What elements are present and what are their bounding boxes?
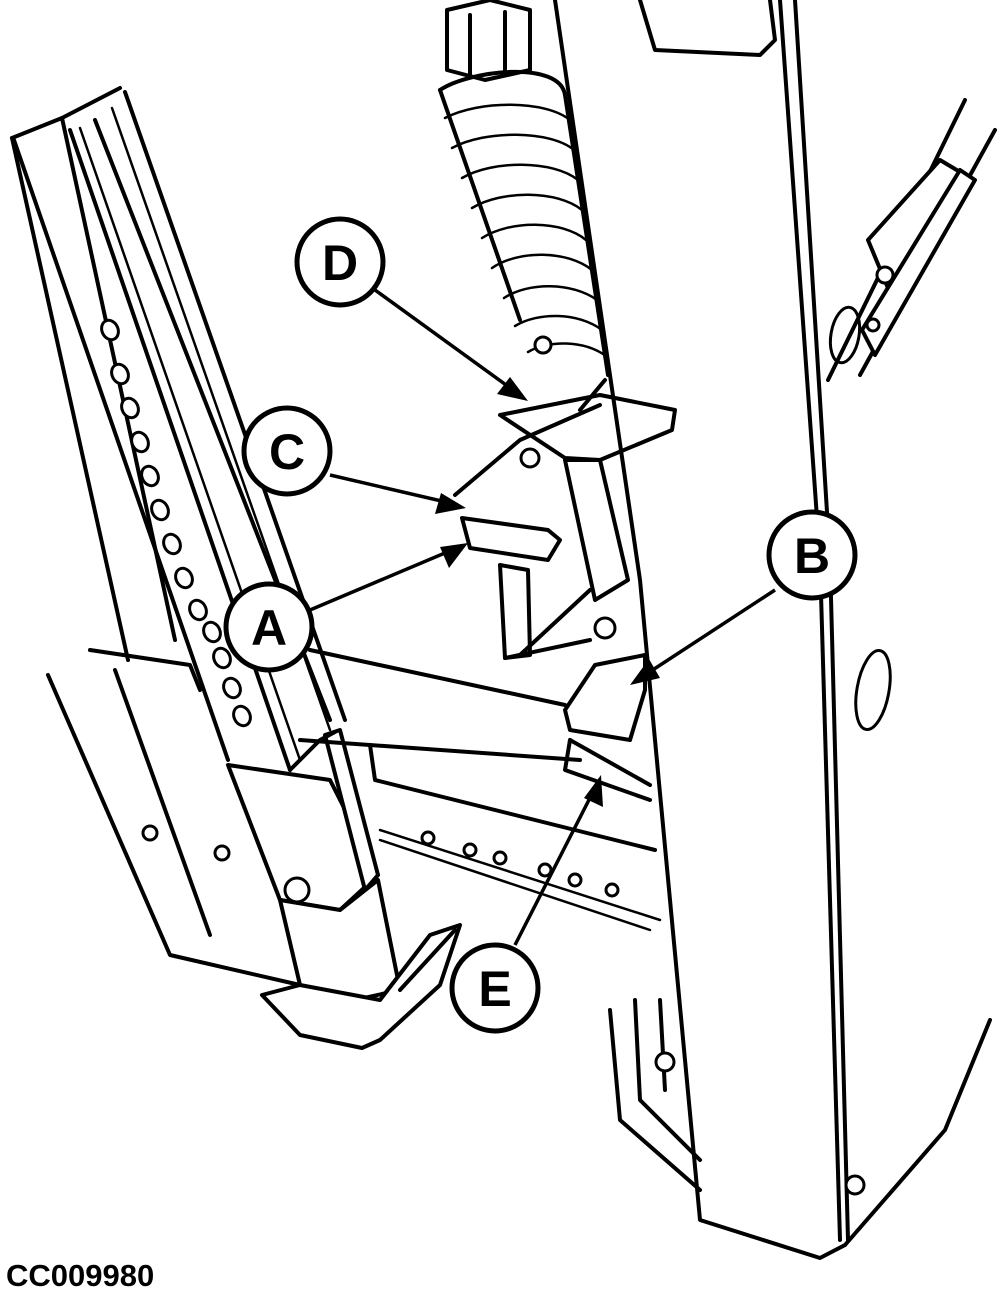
arrowhead-d	[497, 377, 528, 401]
callout-c-label: C	[269, 424, 305, 480]
callout-e-label: E	[478, 961, 511, 1017]
spring-assembly	[438, 0, 610, 377]
post-sleeve-and-foot	[226, 728, 462, 1050]
leader-a	[309, 548, 453, 612]
callout-b: B	[766, 509, 858, 601]
callout-a: A	[223, 581, 315, 673]
arrowhead-e	[584, 775, 603, 807]
callout-leaders	[309, 288, 776, 946]
hinge	[826, 98, 997, 382]
leader-d	[373, 288, 515, 392]
callout-a-label: A	[251, 600, 287, 656]
right-upright	[553, 0, 992, 1260]
callout-e: E	[449, 942, 541, 1034]
catch-pad	[563, 653, 652, 802]
arrowhead-a	[440, 543, 468, 568]
arrowhead-b	[630, 659, 660, 685]
adjustment-holes	[100, 318, 252, 728]
callout-c: C	[241, 405, 333, 497]
latch-plate	[460, 516, 617, 660]
lower-cross-plate	[298, 648, 662, 932]
callout-b-label: B	[794, 528, 830, 584]
arrowhead-c	[435, 493, 466, 514]
callout-d: D	[294, 216, 386, 308]
leader-c	[329, 473, 451, 505]
leader-e	[513, 789, 596, 946]
leader-b	[644, 588, 776, 677]
latch-bracket	[453, 378, 677, 602]
figure-id-label: CC009980	[6, 1258, 155, 1293]
callout-d-label: D	[322, 235, 358, 291]
